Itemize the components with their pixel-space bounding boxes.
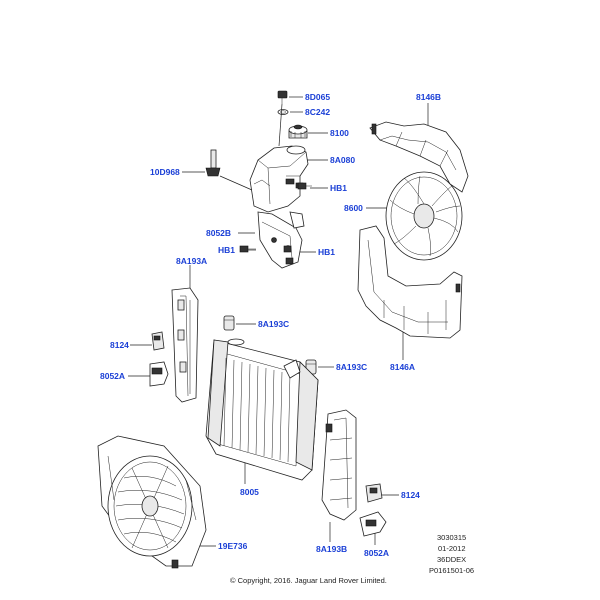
callout-8005: 8005 (240, 487, 259, 497)
right-air-deflector-part (321, 409, 357, 521)
expansion-tank-cap-part (288, 124, 308, 139)
right-mount-part (359, 511, 387, 537)
callout-8146B: 8146B (416, 92, 441, 102)
reference-code-1: 3030315 (437, 533, 466, 542)
callout-19E736: 19E736 (218, 541, 248, 551)
reference-date: 01-2012 (438, 544, 466, 553)
callout-8600: 8600 (344, 203, 363, 213)
reference-code-3: P0161501-06 (429, 566, 474, 575)
callout-8146A: 8146A (390, 362, 415, 372)
callout-hb1-left: HB1 (218, 245, 235, 255)
right-clip-part (365, 483, 383, 503)
left-air-deflector-part (171, 287, 199, 403)
callout-8052A-left: 8052A (100, 371, 125, 381)
callout-8124-left: 8124 (110, 340, 129, 350)
leader-lines (128, 96, 429, 547)
fan-shroud-assembly-part (97, 435, 207, 569)
upper-shroud-part (369, 121, 469, 193)
lower-shroud-part (357, 225, 463, 339)
copyright-notice: © Copyright, 2016. Jaguar Land Rover Lim… (230, 576, 387, 585)
callout-8C242: 8C242 (305, 107, 330, 117)
callout-8124-right: 8124 (401, 490, 420, 500)
bolt-part (239, 182, 312, 265)
callout-8100: 8100 (330, 128, 349, 138)
upper-seal-part (223, 315, 235, 331)
callout-hb1-right: HB1 (318, 247, 335, 257)
callout-8A193C-upper: 8A193C (258, 319, 289, 329)
callout-8052A-right: 8052A (364, 548, 389, 558)
level-sensor-part (205, 149, 253, 191)
expansion-tank-part (249, 145, 309, 213)
callout-8A193A: 8A193A (176, 256, 207, 266)
left-mount-part (149, 361, 169, 387)
callout-8052B: 8052B (206, 228, 231, 238)
radiator-part (205, 338, 319, 481)
callout-8D065: 8D065 (305, 92, 330, 102)
cooling-fan-part (385, 171, 463, 261)
callout-hb1-upper: HB1 (330, 183, 347, 193)
callout-10D968: 10D968 (150, 167, 180, 177)
tank-bracket-part (257, 211, 305, 269)
reference-code-2: 36DDEX (437, 555, 466, 564)
callout-8A080: 8A080 (330, 155, 355, 165)
callout-8A193B: 8A193B (316, 544, 347, 554)
bleed-screw-part (277, 90, 288, 104)
callout-8A193C-right: 8A193C (336, 362, 367, 372)
left-clip-part (151, 331, 165, 351)
o-ring-part (277, 109, 289, 115)
